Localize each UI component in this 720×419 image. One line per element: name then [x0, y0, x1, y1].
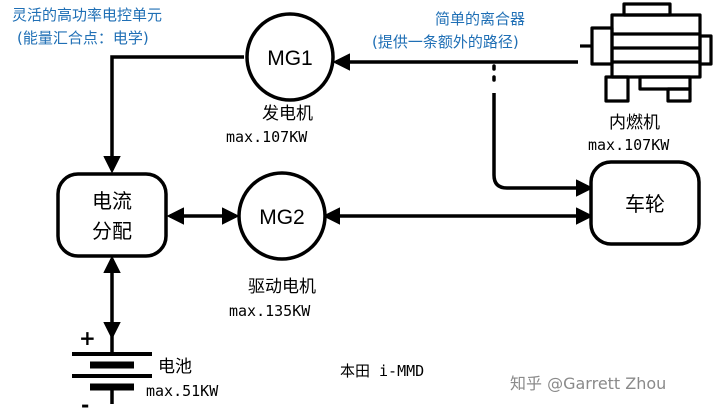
left-annotation-line2: (能量汇合点：电学) — [17, 29, 149, 47]
drive-motor-label: 驱动电机 — [248, 277, 316, 297]
power-split-node — [56, 172, 168, 258]
battery-plus-sign: + — [79, 326, 96, 350]
power-split-line2: 分配 — [92, 219, 132, 243]
mg2-node — [237, 171, 327, 261]
wheel-node — [589, 160, 701, 246]
mg1-to-split-arrow — [103, 55, 244, 174]
generator-label: 发电机 — [262, 104, 313, 124]
battery-label: 电池 — [158, 357, 192, 377]
battery-minus-sign: - — [81, 393, 89, 417]
mg2-label: MG2 — [259, 206, 305, 229]
mg1-node — [245, 12, 335, 102]
battery-max-label: max.51KW — [146, 382, 219, 400]
generator-max-label: max.107KW — [226, 128, 308, 146]
mg1-label: MG1 — [267, 47, 313, 70]
engine-icon — [580, 2, 713, 103]
wheel-label: 车轮 — [625, 192, 665, 216]
engine-max-label: max.107KW — [588, 136, 670, 154]
left-annotation-line1: 灵活的高功率电控单元 — [12, 6, 162, 24]
clutch-to-wheel-arrow — [492, 93, 594, 197]
drive-motor-max-label: max.135KW — [229, 302, 311, 320]
battery-icon — [72, 336, 152, 404]
power-split-line1: 电流 — [92, 189, 132, 213]
right-annotation-line2: (提供一条额外的路径) — [372, 33, 519, 51]
right-annotation-line1: 简单的离合器 — [435, 10, 525, 28]
watermark: 知乎 @Garrett Zhou — [510, 374, 666, 393]
engine-label: 内燃机 — [609, 113, 660, 133]
footer-title: 本田 i-MMD — [340, 362, 424, 380]
